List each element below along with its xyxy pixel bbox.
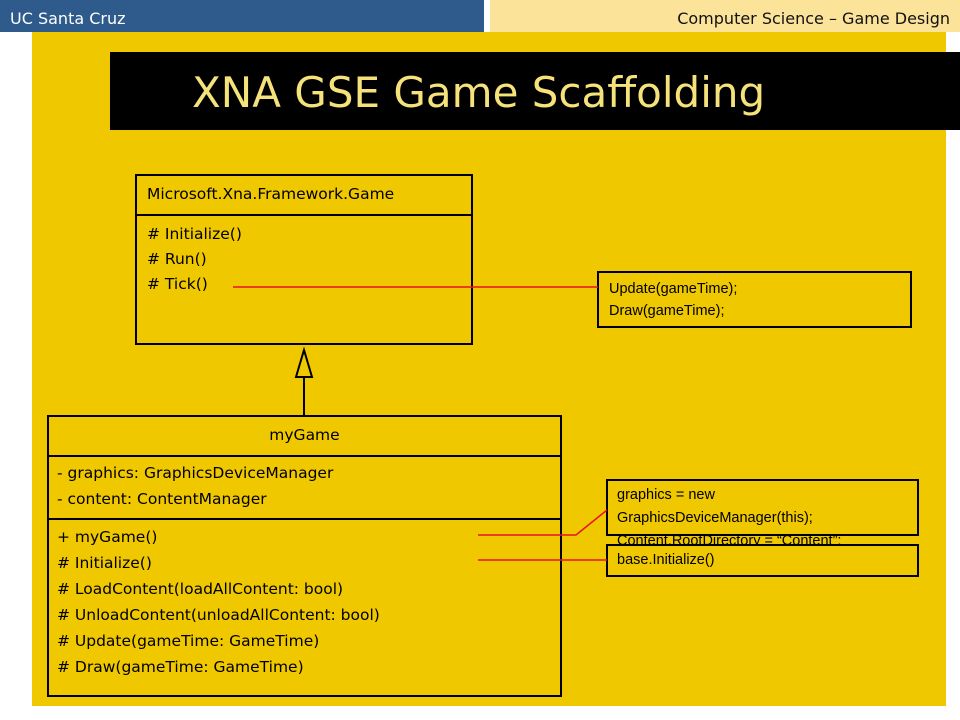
derived-class-name: myGame — [269, 426, 340, 444]
inheritance-arrowhead — [294, 346, 314, 378]
header-right-label: Computer Science – Game Design — [677, 9, 950, 28]
slide-title: XNA GSE Game Scaffolding — [192, 68, 766, 117]
derived-field-content: - content: ContentManager — [57, 490, 267, 508]
tick-note-line-2: Draw(gameTime); — [609, 303, 725, 319]
tick-note-box — [597, 271, 912, 328]
base-class-box — [135, 174, 473, 345]
constructor-note-line-2: GraphicsDeviceManager(this); — [617, 510, 813, 526]
header-left-bar: UC Santa Cruz — [0, 0, 484, 32]
title-bar: XNA GSE Game Scaffolding — [110, 52, 960, 130]
derived-method-draw: # Draw(gameTime: GameTime) — [57, 658, 304, 676]
derived-field-graphics: - graphics: GraphicsDeviceManager — [57, 464, 334, 482]
constructor-note-line-1: graphics = new — [617, 487, 715, 503]
constructor-connector — [478, 509, 608, 536]
header-left-label: UC Santa Cruz — [10, 9, 126, 28]
base-method-run: # Run() — [147, 250, 207, 268]
base-method-tick: # Tick() — [147, 275, 208, 293]
slide-area — [32, 32, 946, 706]
base-method-initialize: # Initialize() — [147, 225, 242, 243]
derived-method-constructor: + myGame() — [57, 528, 158, 546]
constructor-note-line-3: Content.RootDirectory = “Content”; — [617, 533, 842, 544]
derived-method-initialize: # Initialize() — [57, 554, 152, 572]
tick-note-line-1: Update(gameTime); — [609, 281, 738, 297]
base-class-name: Microsoft.Xna.Framework.Game — [147, 185, 395, 203]
derived-method-loadcontent: # LoadContent(loadAllContent: bool) — [57, 580, 344, 598]
derived-method-unloadcontent: # UnloadContent(unloadAllContent: bool) — [57, 606, 380, 624]
constructor-note-box — [606, 479, 919, 536]
derived-method-update: # Update(gameTime: GameTime) — [57, 632, 320, 650]
header-right-bar: Computer Science – Game Design — [490, 0, 960, 32]
initialize-note-text: base.Initialize() — [617, 552, 715, 568]
